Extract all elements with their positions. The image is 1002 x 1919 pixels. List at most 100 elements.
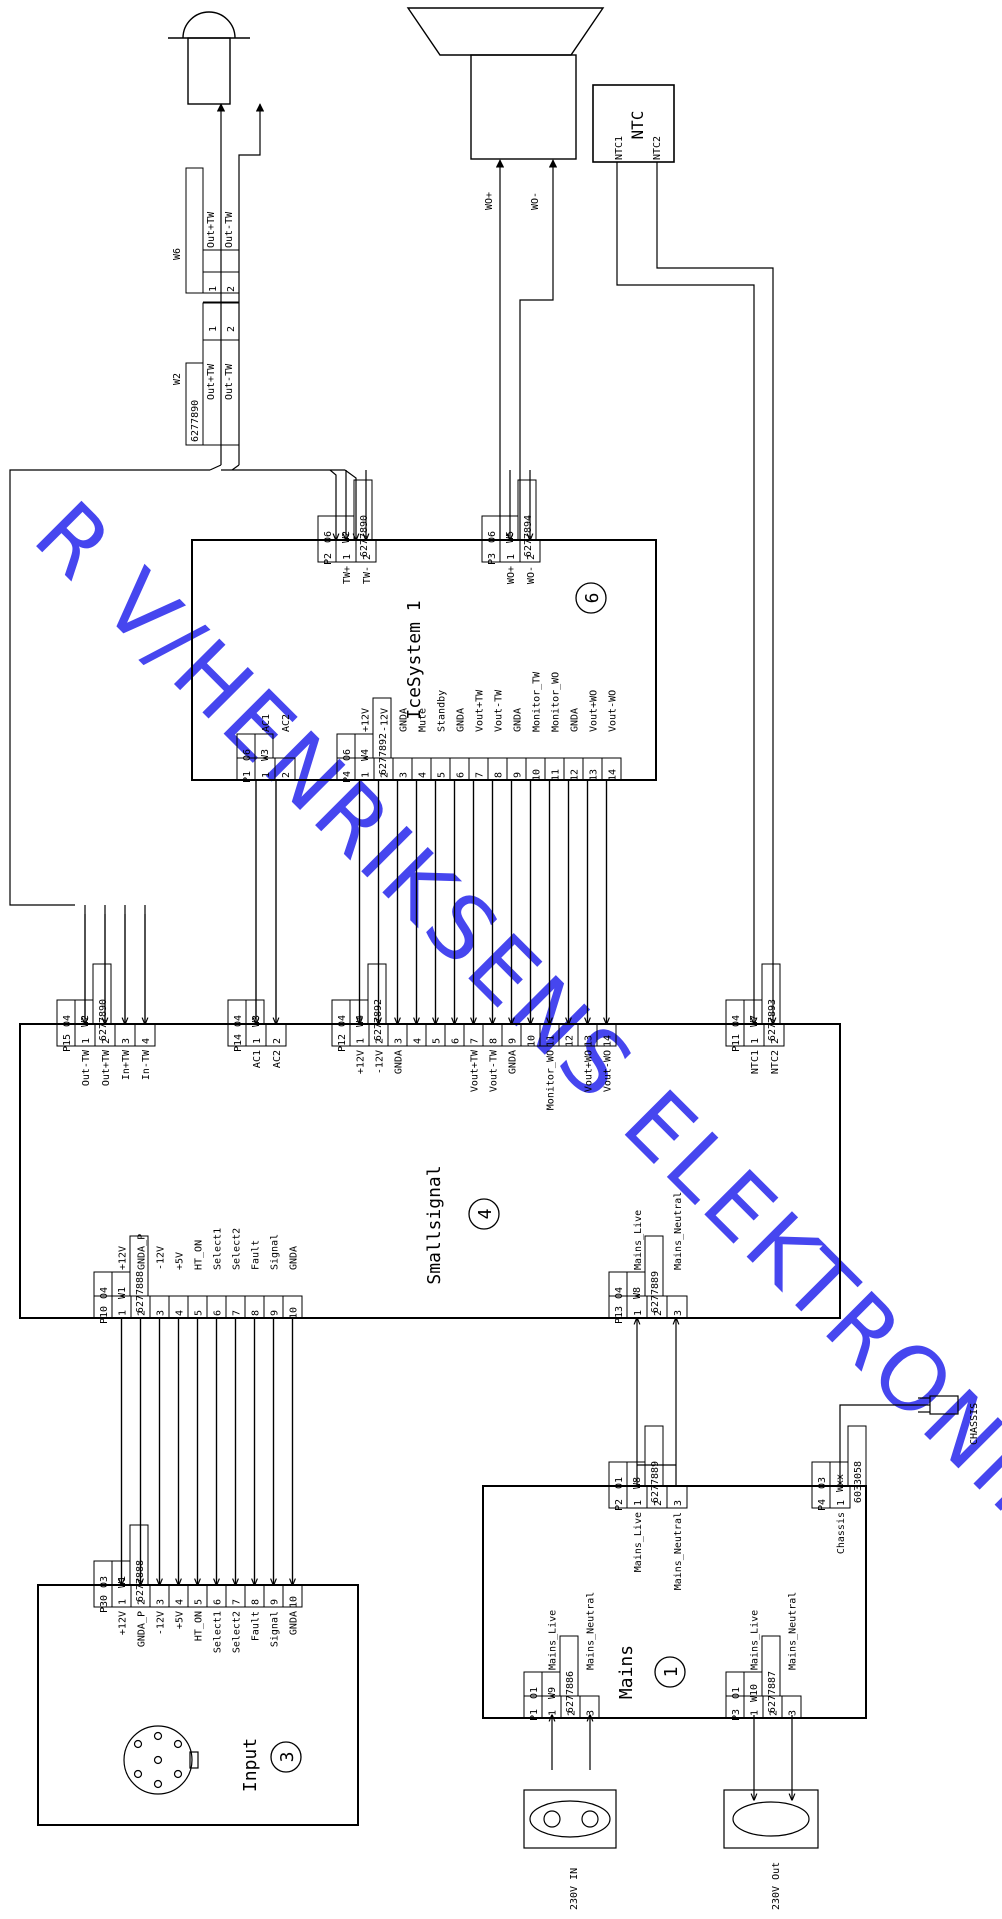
- smallsignal-p12-conn: P12: [337, 1034, 348, 1052]
- mains-p1-pin-1-label: Mains_Live: [548, 1610, 559, 1670]
- mains-p3-rev: 01: [731, 1687, 742, 1699]
- icesystem-p4-pin-3-number: 3: [399, 772, 410, 778]
- mains-p3-conn: P3: [731, 1709, 742, 1721]
- mains-p3-wire: W10: [749, 1684, 760, 1702]
- cable-w2-pin2-label: Out-TW: [224, 363, 235, 400]
- mains-p2-rev: 01: [614, 1477, 625, 1489]
- icesystem-p3-wire: W5: [505, 531, 516, 543]
- icesystem-p3-conn: P3: [487, 553, 498, 565]
- smallsignal-p10-pin-3-label: -12V: [156, 1246, 167, 1270]
- mains-p1-pin-2-number: 2: [567, 1710, 578, 1716]
- smallsignal-p12-pin-6-number: 6: [451, 1038, 462, 1044]
- icesystem-p2-pin-1-number: 1: [342, 554, 353, 560]
- smallsignal-p10-pin-4-label: +5V: [175, 1252, 186, 1270]
- smallsignal-p13-pin-3-number: 3: [673, 1310, 684, 1316]
- input-number: 3: [277, 1752, 298, 1763]
- smallsignal-p10-pin-1-number: 1: [118, 1310, 129, 1316]
- smallsignal-p12-pin-5-number: 5: [432, 1038, 443, 1044]
- ntc-pin1-label: NTC1: [614, 136, 625, 160]
- icesystem-p2-conn: P2: [323, 553, 334, 565]
- smallsignal-p15-pin-2-label: Out+TW: [101, 1049, 112, 1086]
- smallsignal-p12-pin-1-number: 1: [356, 1038, 367, 1044]
- icesystem-p4-pin-11-number: 11: [551, 769, 562, 781]
- icesystem-p4-rev: 06: [342, 749, 353, 761]
- smallsignal-p12-pin-8-number: 8: [489, 1038, 500, 1044]
- smallsignal-p10-pin-7-label: Select2: [232, 1228, 243, 1270]
- icesystem-p4-pin-9-label: GNDA: [513, 708, 524, 732]
- icesystem-p4-pin-11-label: Monitor_WO: [551, 672, 562, 732]
- mains-p2-conn: P2: [614, 1499, 625, 1511]
- smallsignal-p10-pin-9-label: Signal: [270, 1234, 281, 1270]
- smallsignal-p10-pin-10-label: GNDA: [289, 1246, 300, 1270]
- icesystem-p4-pin-2-label: -12V: [380, 708, 391, 732]
- smallsignal-p14-pin-1-number: 1: [252, 1038, 263, 1044]
- input-p30-pin-1-label: +12V: [118, 1611, 129, 1635]
- cable-w6-frame: [185, 167, 204, 294]
- smallsignal-p13-rev: 04: [614, 1287, 625, 1299]
- watermark: R V/HENRIKSENS ELEKTRONIK: [15, 482, 1002, 1557]
- smallsignal-p13-pin-1-number: 1: [633, 1310, 644, 1316]
- mains-p1-pin-3-number: 3: [586, 1710, 597, 1716]
- cable-w6-pin1-label: Out+TW: [206, 211, 217, 248]
- icesystem-p2-part-frame: [353, 479, 373, 541]
- icesystem-p1-pin-2-number: 2: [281, 772, 292, 778]
- icesystem-p1-pin-2-label: AC2: [281, 714, 292, 732]
- icesystem-p4-pin-14-number: 14: [608, 769, 619, 781]
- smallsignal-number: 4: [475, 1209, 496, 1220]
- mains-p1-wire: W9: [547, 1687, 558, 1699]
- smallsignal-p12-pin-3-number: 3: [394, 1038, 405, 1044]
- smallsignal-p10-pin-2-label: GNDA_P: [137, 1234, 148, 1270]
- smallsignal-p12-rev: 04: [337, 1015, 348, 1027]
- smallsignal-p14-pin-1-label: AC1: [252, 1050, 263, 1068]
- icesystem-p4-pin-7-number: 7: [475, 772, 486, 778]
- icesystem-title: IceSystem 1: [404, 600, 425, 719]
- icesystem-p4-part-frame: [372, 697, 392, 759]
- mains-title: Mains: [616, 1645, 637, 1699]
- smallsignal-p15-pin-1-label: Out-TW: [81, 1049, 92, 1086]
- input-p30-pin-3-label: -12V: [156, 1611, 167, 1635]
- input-p30-pin-4-number: 4: [175, 1599, 186, 1605]
- icesystem-p4-pin-1-label: +12V: [361, 708, 372, 732]
- input-p30-pin-8-label: Fault: [251, 1611, 262, 1641]
- cable-w6-pin2-label: Out-TW: [224, 211, 235, 248]
- smallsignal-p10-wire: W1: [117, 1287, 128, 1299]
- icesystem-p4-pin-12-number: 12: [570, 769, 581, 781]
- input-number-circle: [270, 1741, 302, 1773]
- smallsignal-p14-rev: 04: [233, 1015, 244, 1027]
- ntc-component: NTC NTC1 NTC2: [592, 84, 675, 163]
- smallsignal-p14-wire-frame: [245, 999, 265, 1025]
- icesystem-p4-pin-6-number: 6: [456, 772, 467, 778]
- mains-p3-pin-3-number: 3: [788, 1710, 799, 1716]
- chassis-ground-label: CHASSIS: [969, 1403, 980, 1445]
- icesystem-p3-pin-2-label: WO-: [526, 566, 537, 584]
- icesystem-p3-part: 6277894: [523, 515, 534, 557]
- mains-p4-pin-1-label: Chassis: [836, 1512, 847, 1554]
- smallsignal-p10-pin-5-label: HT_ON: [194, 1240, 205, 1270]
- smallsignal-p12-pin-14-number: 14: [603, 1035, 614, 1047]
- cable-w6-name: W6: [172, 248, 183, 260]
- mains-p2-pin-2-number: 2: [653, 1500, 664, 1506]
- smallsignal-p12-pin-11-label: Monitor_WO: [546, 1050, 557, 1110]
- smallsignal-p10-pin-7-number: 7: [232, 1310, 243, 1316]
- smallsignal-p12-pin-2-number: 2: [375, 1038, 386, 1044]
- din-socket-icon: [123, 1725, 199, 1795]
- smallsignal-p12-pin-2-label: -12V: [375, 1050, 386, 1074]
- smallsignal-p13-part-frame: [644, 1235, 664, 1297]
- input-p30-conn: P30: [99, 1595, 110, 1613]
- woofer-wo-plus-label: WO+: [484, 192, 495, 210]
- smallsignal-p12-part-frame: [367, 963, 387, 1025]
- icesystem-p2-pin-2-label: TW-: [362, 566, 373, 584]
- mains-p1-part: 6277886: [565, 1671, 576, 1713]
- mains-p3-pin-1-number: 1: [750, 1710, 761, 1716]
- cable-w6-num2: 2: [226, 286, 237, 292]
- smallsignal-p11-pin-1-label: NTC1: [750, 1050, 761, 1074]
- mains-p2-part-frame: [644, 1425, 664, 1487]
- smallsignal-p10-pin-10-number: 10: [289, 1307, 300, 1319]
- smallsignal-p15-pin-2-number: 2: [101, 1038, 112, 1044]
- mains-number: 1: [661, 1667, 682, 1678]
- mains-p3-pin-2-number: 2: [769, 1710, 780, 1716]
- smallsignal-p15-part-frame: [92, 963, 112, 1025]
- smallsignal-p10-pin-9-number: 9: [270, 1310, 281, 1316]
